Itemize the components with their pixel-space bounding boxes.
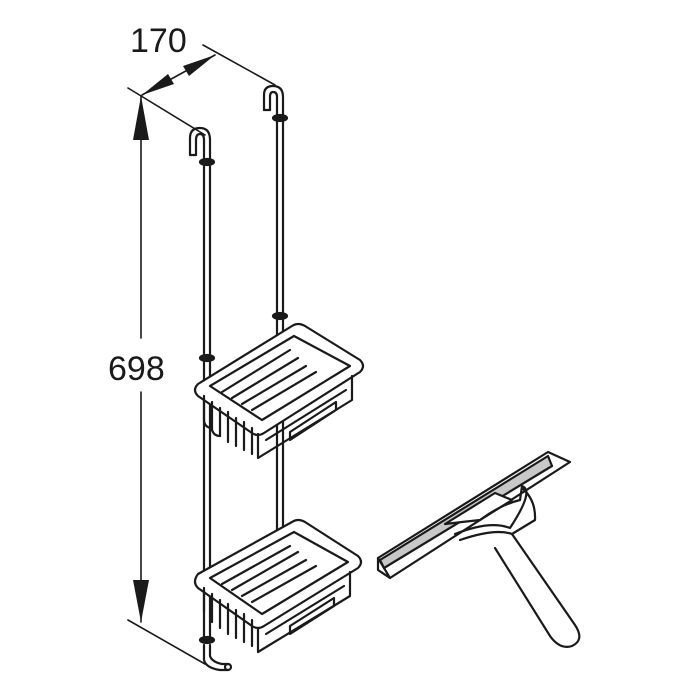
squeegee (376, 450, 581, 648)
hanging-rail-left (188, 126, 233, 672)
hanging-rail-right (262, 84, 289, 542)
height-dimension-label: 698 (108, 350, 165, 388)
width-dimension (127, 44, 276, 136)
height-dimension (127, 95, 206, 665)
width-dimension-label: 170 (130, 22, 187, 60)
lower-basket (193, 518, 363, 654)
upper-basket (193, 322, 365, 460)
